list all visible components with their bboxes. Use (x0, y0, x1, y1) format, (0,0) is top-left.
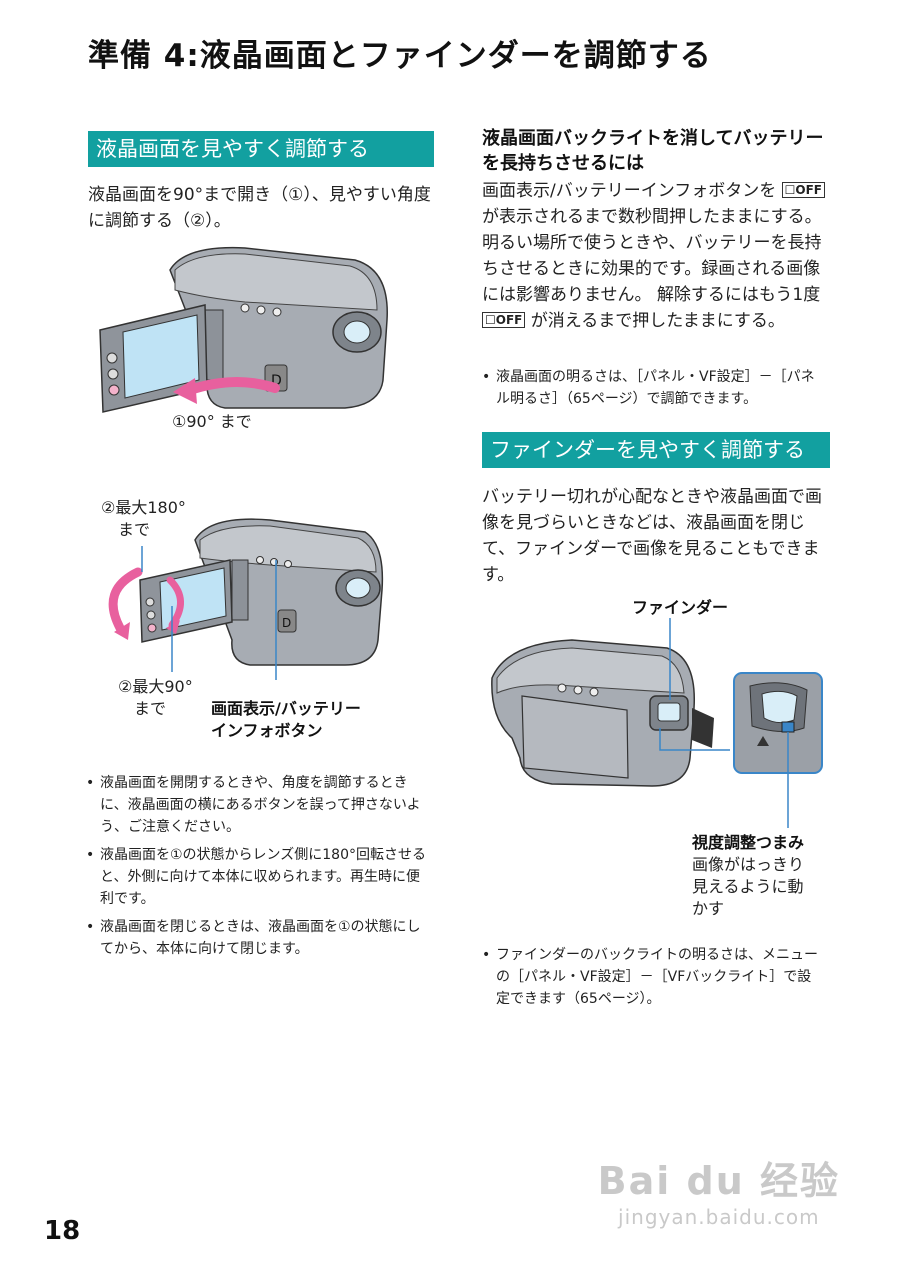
page-title: 準備 4:液晶画面とファインダーを調節する (88, 38, 712, 74)
backlight-paragraph: 画面表示/バッテリーインフォボタンを ☐OFF が表示されるまで数秒間押したまま… (482, 178, 827, 334)
fig2-max90-until: まで (134, 699, 167, 718)
fig2-max180-label: ②最大180° (101, 498, 186, 517)
camcorder-lcd-open-figure: D (99, 246, 388, 413)
finder-note: ファインダーのバックライトの明るさは、メニューの［パネル・VF設定］－［VFバッ… (482, 944, 822, 1010)
finder-label: ファインダー (632, 598, 729, 617)
backlight-text-3: 解除するにはもう1度 (656, 285, 821, 305)
backlight-text-1: 画面表示/バッテリーインフォボタンを (482, 181, 777, 201)
section-title-finder: ファインダーを見やすく調節する (482, 432, 830, 468)
backlight-heading: 液晶画面バックライトを消してバッテリーを長持ちさせるには (482, 128, 824, 174)
display-battery-button-label-2: インフォボタン (211, 721, 323, 740)
fig2-max180-until: まで (118, 520, 151, 539)
display-battery-button-label: 画面表示/バッテリー (211, 699, 361, 718)
svg-text:D: D (271, 373, 282, 389)
baidu-watermark: Bai du 经验 jingyan.baidu.com (598, 1150, 840, 1229)
watermark-brand: Bai du 经验 (597, 1159, 840, 1203)
lcd-intro-text: 液晶画面を90°まで開き（①）、見やすい角度に調節する（②）。 (88, 185, 431, 231)
lcd-note-2: 液晶画面を①の状態からレンズ側に180°回転させると、外側に向けて本体に収められ… (86, 844, 431, 910)
diopter-dial-desc-3: かす (692, 899, 725, 918)
page-number: 18 (44, 1216, 81, 1246)
lcd-note-1: 液晶画面を開閉するときや、角度を調節するときに、液晶画面の横にあるボタンを誤って… (86, 772, 431, 838)
svg-text:D: D (282, 616, 291, 630)
backlight-note-item: 液晶画面の明るさは、［パネル・VF設定］－［パネル明るさ］（65ページ）で調節で… (482, 366, 822, 410)
lcd-backlight-off-icon-2: ☐OFF (482, 312, 526, 328)
lcd-notes-list: 液晶画面を開閉するときや、角度を調節するときに、液晶画面の横にあるボタンを誤って… (86, 772, 431, 960)
diopter-dial-label: 視度調整つまみ (692, 833, 805, 852)
fig1-rotation-label: ①90° まで (172, 412, 252, 431)
camcorder-lcd-rotation-figure: D (108, 518, 384, 680)
diopter-dial-desc-1: 画像がはっきり (692, 855, 805, 874)
fig2-max90-label: ②最大90° (118, 677, 193, 696)
finder-note-item: ファインダーのバックライトの明るさは、メニューの［パネル・VF設定］－［VFバッ… (482, 944, 822, 1010)
backlight-note: 液晶画面の明るさは、［パネル・VF設定］－［パネル明るさ］（65ページ）で調節で… (482, 366, 822, 410)
watermark-url: jingyan.baidu.com (618, 1205, 820, 1229)
lcd-backlight-off-icon: ☐OFF (781, 182, 825, 198)
camcorder-finder-figure (491, 618, 823, 828)
section-title-lcd: 液晶画面を見やすく調節する (88, 131, 434, 167)
backlight-text-4: が消えるまで押したままにする。 (530, 311, 785, 331)
diopter-dial-desc-2: 見えるように動 (692, 877, 804, 896)
lcd-note-3: 液晶画面を閉じるときは、液晶画面を①の状態にしてから、本体に向けて閉じます。 (86, 916, 431, 960)
backlight-text-2: が表示されるまで数秒間押したままにする。明るい場所で使うときや、バッテリーを長持… (482, 207, 822, 305)
finder-intro-text: バッテリー切れが心配なときや液晶画面で画像を見づらいときなどは、液晶画面を閉じて… (482, 487, 822, 585)
